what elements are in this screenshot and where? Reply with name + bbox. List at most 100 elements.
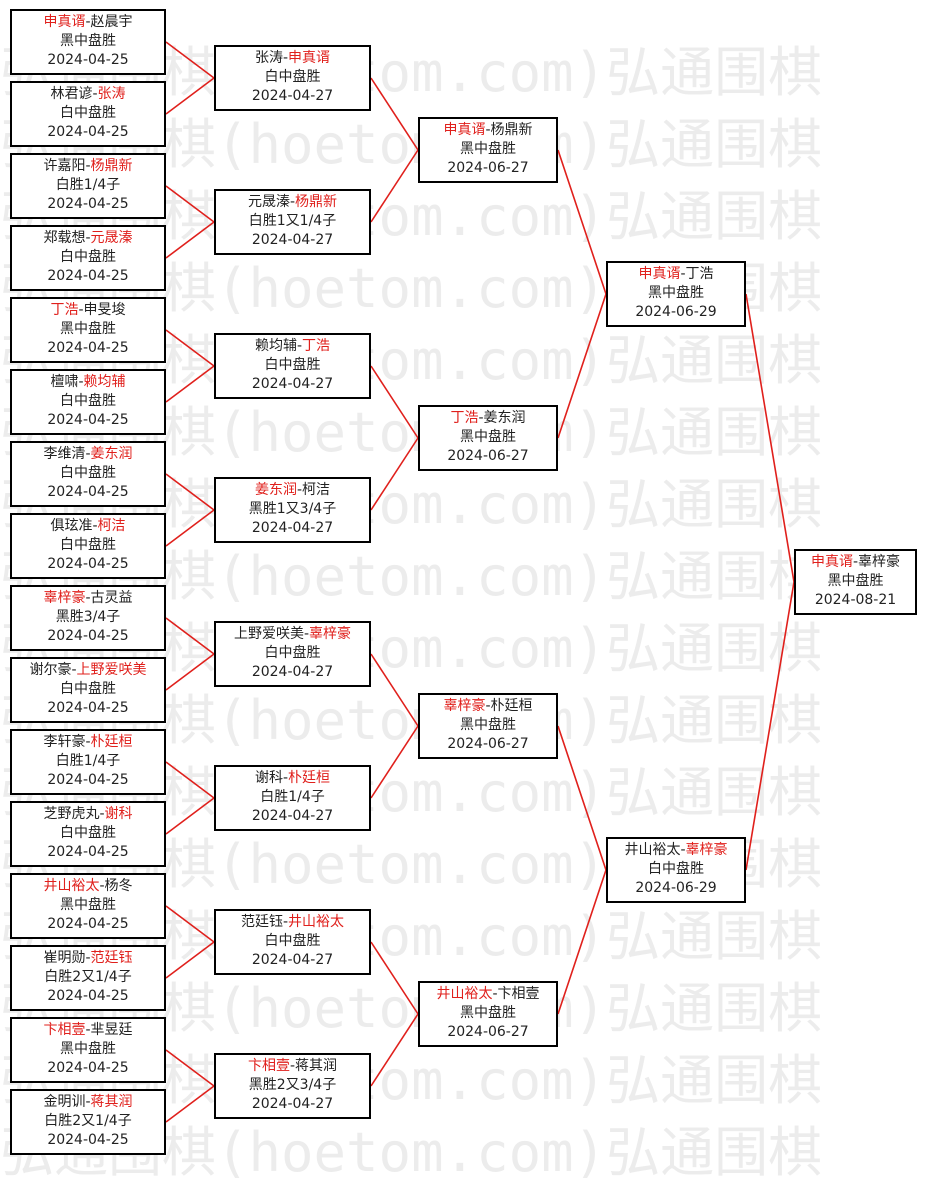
match-date: 2024-04-25 [47, 1132, 129, 1148]
match-players: 井山裕太-卞相壹 [420, 985, 556, 1004]
vs-separator: - [78, 302, 84, 318]
match-players: 卞相壹-芈昱廷 [12, 1021, 164, 1040]
match-players: 姜东润-柯洁 [216, 481, 369, 500]
vs-separator: - [85, 734, 91, 750]
match-date: 2024-04-25 [47, 988, 129, 1004]
match-date: 2024-04-25 [47, 916, 129, 932]
match-date: 2024-04-25 [47, 196, 129, 212]
match-date: 2024-04-25 [47, 556, 129, 572]
player-white: 辜梓豪 [858, 554, 901, 570]
connector-line [165, 365, 215, 403]
vs-separator: - [485, 698, 491, 714]
connector-line [557, 869, 607, 1015]
player-white: 赵晨宇 [90, 14, 133, 30]
vs-separator: - [85, 158, 91, 174]
match-date: 2024-04-25 [47, 772, 129, 788]
vs-separator: - [296, 482, 303, 498]
connector-line [165, 653, 215, 691]
match-result: 黑中盘胜 [460, 429, 516, 445]
player-black: 李维清 [43, 446, 86, 462]
connector-line [745, 293, 795, 583]
match-result: 黑中盘胜 [460, 1005, 516, 1021]
player-black: 申真谞 [443, 122, 486, 138]
player-black: 井山裕太 [436, 986, 493, 1002]
match-date: 2024-04-25 [47, 700, 129, 716]
match-players: 崔明勋-范廷钰 [12, 949, 164, 968]
player-white: 谢科 [104, 806, 133, 822]
vs-separator: - [85, 1094, 91, 1110]
player-black: 金明训 [43, 1094, 86, 1110]
connector-line [557, 725, 607, 871]
match-result: 白胜2又1/4子 [44, 1113, 132, 1129]
match-result: 黑中盘胜 [60, 897, 116, 913]
match-date: 2024-04-27 [251, 664, 334, 680]
match-players: 申真谞-赵晨宇 [12, 13, 164, 32]
player-white: 朴廷桓 [90, 734, 133, 750]
match-result: 黑中盘胜 [460, 717, 516, 733]
connector-line [745, 581, 795, 871]
match-players: 丁浩-申旻埈 [12, 301, 164, 320]
connector-line [165, 509, 215, 547]
player-white: 丁浩 [302, 338, 331, 354]
match-result: 白中盘胜 [60, 825, 116, 841]
vs-separator: - [680, 842, 686, 858]
player-black: 辜梓豪 [443, 698, 486, 714]
player-white: 姜东润 [90, 446, 133, 462]
match-date: 2024-04-25 [47, 124, 129, 140]
player-black: 丁浩 [450, 410, 479, 426]
player-black: 丁浩 [50, 302, 79, 318]
player-white: 姜东润 [483, 410, 526, 426]
match-box-r3-m4: 井山裕太-卞相壹黑中盘胜 2024-06-27 [418, 981, 558, 1047]
vs-separator: - [282, 914, 289, 930]
match-players: 申真谞-杨鼎新 [420, 121, 556, 140]
player-white: 上野爱咲美 [76, 662, 147, 678]
match-date: 2024-04-25 [47, 844, 129, 860]
vs-separator: - [289, 194, 296, 210]
vs-separator: - [99, 878, 105, 894]
vs-separator: - [85, 14, 91, 30]
match-players: 李轩豪-朴廷桓 [12, 733, 164, 752]
match-date: 2024-04-27 [251, 1096, 334, 1112]
vs-separator: - [92, 86, 98, 102]
player-white: 张涛 [97, 86, 126, 102]
connector-line [165, 77, 215, 115]
player-black: 谢科 [254, 770, 283, 786]
match-result: 白中盘胜 [264, 645, 321, 661]
match-players: 申真谞-丁浩 [608, 265, 744, 284]
player-black: 张涛 [254, 50, 283, 66]
match-result: 白中盘胜 [264, 933, 321, 949]
connector-line [370, 725, 419, 799]
connector-line [557, 149, 607, 295]
connector-line [165, 761, 215, 799]
connector-line [165, 1085, 215, 1123]
player-black: 卞相壹 [247, 1058, 290, 1074]
match-result: 黑胜3/4子 [55, 609, 121, 625]
player-white: 朴廷桓 [288, 770, 331, 786]
player-white: 蒋其润 [90, 1094, 133, 1110]
connector-line [165, 329, 215, 367]
match-players: 卞相壹-蒋其润 [216, 1057, 369, 1076]
match-result: 白中盘胜 [60, 465, 116, 481]
match-date: 2024-04-25 [47, 1060, 129, 1076]
player-white: 赖均辅 [83, 374, 126, 390]
match-players: 谢尔豪-上野爱咲美 [12, 661, 164, 680]
match-players: 檀啸-赖均辅 [12, 373, 164, 392]
match-date: 2024-06-27 [447, 1024, 529, 1040]
player-black: 赖均辅 [254, 338, 297, 354]
